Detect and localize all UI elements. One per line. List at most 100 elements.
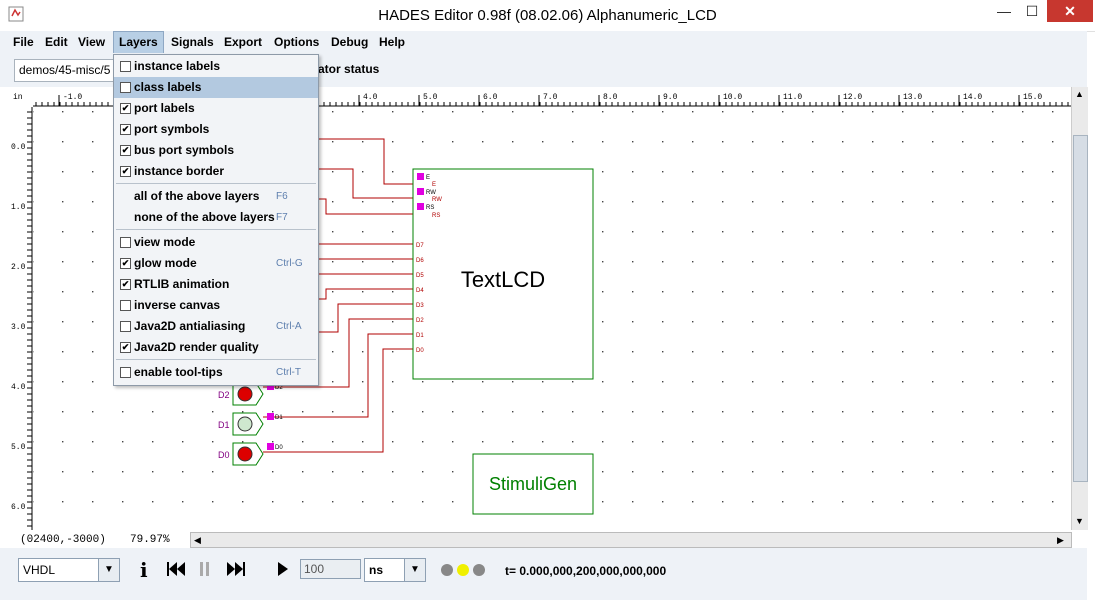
ruler-label-top: 9.0 xyxy=(663,93,678,102)
ruler-label-left: 6.0 xyxy=(11,503,26,512)
switch-port-d1: D1 xyxy=(275,415,283,421)
menuitem-view-mode[interactable]: view mode xyxy=(114,232,318,253)
menuitem-shortcut: Ctrl-A xyxy=(276,321,302,332)
zoom-level: 79.97% xyxy=(130,534,170,546)
chevron-down-icon: ▼ xyxy=(404,559,425,581)
app-icon xyxy=(8,6,24,22)
menu-edit[interactable]: Edit xyxy=(45,35,68,49)
menu-layers[interactable]: Layers xyxy=(113,31,164,55)
menuitem-rtlib-animation[interactable]: ✔RTLIB animation xyxy=(114,274,318,295)
horizontal-scrollbar[interactable]: ◀ ▶ xyxy=(190,532,1072,548)
scroll-right-icon[interactable]: ▶ xyxy=(1057,535,1064,545)
menuitem-instance-border[interactable]: ✔instance border xyxy=(114,161,318,182)
rewind-icon[interactable] xyxy=(166,560,186,581)
port-d3: D3 xyxy=(416,303,424,309)
switch-d2[interactable]: D2 D2 xyxy=(218,382,283,406)
menuitem-java2d-render-quality[interactable]: ✔Java2D render quality xyxy=(114,337,318,358)
scroll-down-icon[interactable]: ▼ xyxy=(1075,516,1084,526)
layers-menu: instance labels class labels ✔port label… xyxy=(113,54,319,386)
switch-label-d2: D2 xyxy=(218,390,230,400)
menuitem-port-symbols[interactable]: ✔port symbols xyxy=(114,119,318,140)
ruler-label-top: 14.0 xyxy=(963,93,982,102)
simulation-time: t= 0.000,000,200,000,000,000 xyxy=(505,564,667,578)
close-button[interactable]: ✕ xyxy=(1047,0,1093,22)
checkbox-icon: ✔ xyxy=(120,279,131,290)
play-icon[interactable] xyxy=(276,560,290,581)
minimize-button[interactable]: — xyxy=(997,3,1011,19)
checkbox-icon xyxy=(120,61,131,72)
menu-file[interactable]: File xyxy=(13,35,34,49)
menuitem-port-labels[interactable]: ✔port labels xyxy=(114,98,318,119)
menu-options[interactable]: Options xyxy=(274,35,320,49)
switch-d0[interactable]: D0 D0 xyxy=(218,442,283,466)
port-outer-rs: RS xyxy=(432,213,440,219)
ruler-label-top: 15.0 xyxy=(1023,93,1042,102)
vertical-scroll-thumb[interactable] xyxy=(1073,135,1088,482)
menu-view[interactable]: View xyxy=(78,35,106,49)
switch-port-d2: D2 xyxy=(275,385,283,391)
port-d5: D5 xyxy=(416,273,424,279)
menuitem-instance-labels[interactable]: instance labels xyxy=(114,56,318,77)
menu-signals[interactable]: Signals xyxy=(171,35,214,49)
ruler-label-left: 3.0 xyxy=(11,323,26,332)
menuitem-label: RTLIB animation xyxy=(134,277,230,291)
port-d0: D0 xyxy=(416,348,424,354)
menuitem-shortcut: Ctrl-G xyxy=(276,258,303,269)
maximize-button[interactable]: ☐ xyxy=(1025,3,1039,19)
cursor-coordinates: (02400,-3000) xyxy=(20,534,106,546)
time-unit-select[interactable]: ns ▼ xyxy=(364,558,426,582)
menuitem-label: bus port symbols xyxy=(134,143,235,157)
port-d6: D6 xyxy=(416,258,424,264)
checkbox-icon xyxy=(120,82,131,93)
simulator-status-label: ator status xyxy=(318,62,380,76)
menu-export[interactable]: Export xyxy=(224,35,263,49)
title-bar: HADES Editor 0.98f (08.02.06) Alphanumer… xyxy=(0,0,1095,32)
step-value-field[interactable]: 100 xyxy=(300,559,361,579)
menuitem-shortcut: Ctrl-T xyxy=(276,367,301,378)
menu-separator xyxy=(116,229,316,230)
design-path-field[interactable]: demos/45-misc/5 xyxy=(14,59,120,82)
switch-port-d0: D0 xyxy=(275,445,283,451)
menuitem-shortcut: F7 xyxy=(276,212,288,223)
checkbox-icon: ✔ xyxy=(120,342,131,353)
checkbox-icon xyxy=(120,367,131,378)
port-d4: D4 xyxy=(416,288,424,294)
ruler-label-left: 5.0 xyxy=(11,443,26,452)
scroll-left-icon[interactable]: ◀ xyxy=(194,535,201,545)
info-icon[interactable]: i xyxy=(140,558,148,582)
ruler-label-top: 11.0 xyxy=(783,93,802,102)
menuitem-inverse-canvas[interactable]: inverse canvas xyxy=(114,295,318,316)
port-label-rw: RW xyxy=(426,190,436,196)
menuitem-shortcut: F6 xyxy=(276,191,288,202)
menuitem-label: all of the above layers xyxy=(134,189,260,203)
menu-help[interactable]: Help xyxy=(379,35,406,49)
menuitem-label: view mode xyxy=(134,235,196,249)
checkbox-icon: ✔ xyxy=(120,103,131,114)
ruler-label-top: 6.0 xyxy=(483,93,498,102)
menuitem-label: glow mode xyxy=(134,256,197,270)
scroll-up-icon[interactable]: ▲ xyxy=(1075,89,1084,99)
menuitem-label: class labels xyxy=(134,80,202,94)
menu-separator xyxy=(116,183,316,184)
ruler-label-top: 12.0 xyxy=(843,93,862,102)
menuitem-bus-port-symbols[interactable]: ✔bus port symbols xyxy=(114,140,318,161)
menuitem-label: port symbols xyxy=(134,122,210,136)
menu-debug[interactable]: Debug xyxy=(331,35,369,49)
switch-d1[interactable]: D1 D1 xyxy=(218,412,283,436)
switch-label-d0: D0 xyxy=(218,450,230,460)
ruler-label-left: 1.0 xyxy=(11,203,26,212)
language-select[interactable]: VHDL ▼ xyxy=(18,558,120,582)
vertical-scrollbar[interactable]: ▲ ▼ xyxy=(1071,87,1088,530)
ruler-label-top: 5.0 xyxy=(423,93,438,102)
lcd-label: TextLCD xyxy=(461,267,545,292)
menu-bar: File Edit View Layers Signals Export Opt… xyxy=(0,31,1087,55)
fast-forward-icon[interactable] xyxy=(226,560,246,581)
menuitem-class-labels[interactable]: class labels xyxy=(114,77,318,98)
menuitem-all-layers[interactable]: all of the above layers F6 xyxy=(114,186,318,207)
pause-icon[interactable] xyxy=(198,560,212,581)
checkbox-icon xyxy=(120,300,131,311)
